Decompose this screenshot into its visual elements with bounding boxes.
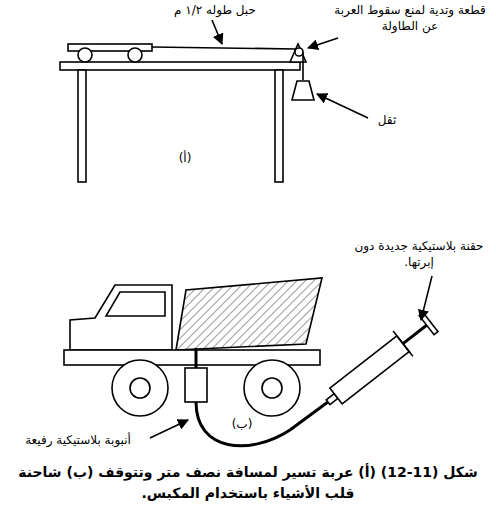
cab-window bbox=[106, 292, 165, 316]
figure-caption: شكل (11-12) (أ) عربة تسير لمسافة نصف متر… bbox=[12, 462, 484, 504]
cart-wheel bbox=[78, 48, 92, 62]
part-label: قطعة وتدية لمنع سقوط العربة عن الطاولة bbox=[330, 2, 490, 34]
table-leg bbox=[78, 70, 86, 182]
wheel-hub bbox=[130, 378, 150, 398]
figure-label: (ب) bbox=[222, 416, 262, 432]
truck-wheel bbox=[112, 360, 168, 416]
leader-line bbox=[150, 420, 188, 438]
truck-wheel bbox=[244, 360, 300, 416]
part-label: ثقل bbox=[362, 112, 412, 128]
part-label: أنبوبة بلاستيكية رفيعة bbox=[8, 432, 148, 448]
dimension-label: حبل طوله ١/٢ م bbox=[160, 2, 270, 18]
leader-line bbox=[421, 276, 432, 320]
syringe bbox=[318, 310, 440, 415]
wheel-hub bbox=[262, 378, 282, 398]
dump-bed bbox=[176, 278, 322, 350]
plastic-tube bbox=[196, 396, 336, 446]
leader-line bbox=[308, 38, 338, 48]
leader-line bbox=[317, 94, 368, 118]
part-label: حقنة بلاستيكية جديدة دون إبرتها. bbox=[352, 238, 486, 270]
piston-rod bbox=[195, 348, 198, 368]
weight bbox=[292, 81, 314, 100]
pulley bbox=[295, 48, 303, 56]
cart-wheel bbox=[128, 48, 142, 62]
figure-label: (أ) bbox=[165, 150, 205, 166]
piston-cylinder bbox=[185, 368, 207, 402]
table-leg bbox=[275, 70, 283, 182]
rope bbox=[152, 47, 296, 49]
truck-cab bbox=[70, 285, 172, 350]
table-top bbox=[60, 62, 300, 70]
leader-line bbox=[212, 20, 222, 44]
rope bbox=[302, 52, 304, 80]
